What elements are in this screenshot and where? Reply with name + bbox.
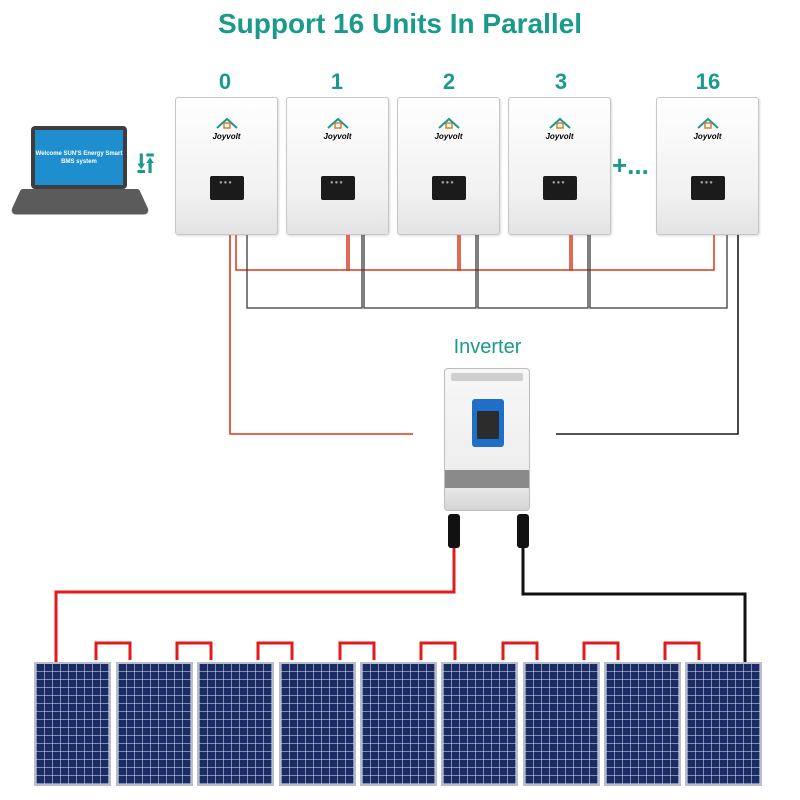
unit-number-2: 2 bbox=[442, 69, 456, 94]
house-logo-icon bbox=[696, 117, 719, 129]
solar-panel bbox=[523, 662, 600, 786]
unit-number-16: 16 bbox=[695, 69, 721, 94]
battery-display: ●●● bbox=[432, 176, 466, 200]
solar-panel bbox=[604, 662, 681, 786]
battery-unit-3: Joyvolt ●●● bbox=[508, 97, 611, 235]
solar-panel bbox=[360, 662, 437, 786]
battery-display: ●●● bbox=[321, 176, 355, 200]
battery-positive-to-inverter bbox=[229, 235, 413, 435]
battery-unit-16: Joyvolt ●●● bbox=[656, 97, 759, 235]
parallel-negative-bus bbox=[246, 235, 728, 309]
battery-unit-1: Joyvolt ●●● bbox=[286, 97, 389, 235]
brand-name: Joyvolt bbox=[434, 132, 463, 141]
solar-panel bbox=[441, 662, 518, 786]
unit-number-0: 0 bbox=[218, 69, 232, 94]
house-logo-icon bbox=[437, 117, 460, 129]
brand-logo: Joyvolt bbox=[287, 116, 388, 141]
inverter bbox=[444, 368, 530, 511]
diagram-title: Support 16 Units In Parallel bbox=[217, 8, 583, 39]
inverter-label: Inverter bbox=[453, 336, 522, 358]
more-units-indicator: +... bbox=[612, 150, 649, 180]
inverter-control-panel bbox=[472, 399, 504, 447]
brand-name: Joyvolt bbox=[693, 132, 722, 141]
battery-display: ●●● bbox=[210, 176, 244, 200]
solar-panel bbox=[116, 662, 193, 786]
inverter-base-stripe bbox=[445, 470, 529, 488]
laptop-keyboard bbox=[9, 189, 151, 215]
house-logo-icon bbox=[548, 117, 571, 129]
solar-panel bbox=[34, 662, 111, 786]
brand-name: Joyvolt bbox=[323, 132, 352, 141]
house-logo-icon bbox=[326, 117, 349, 129]
solar-panel bbox=[197, 662, 274, 786]
solar-panel bbox=[685, 662, 762, 786]
panel-series-jumpers bbox=[94, 641, 701, 660]
battery-display: ●●● bbox=[543, 176, 577, 200]
parallel-positive-bus bbox=[235, 235, 715, 271]
laptop-screen-text: Welcome SUN'S Energy Smart BMS system bbox=[35, 130, 123, 185]
battery-unit-2: Joyvolt ●●● bbox=[397, 97, 500, 235]
battery-display: ●●● bbox=[691, 176, 725, 200]
battery-unit-0: Joyvolt ●●● bbox=[175, 97, 278, 235]
mc4-connector-negative bbox=[517, 514, 529, 548]
inverter-display bbox=[477, 411, 499, 439]
unit-number-1: 1 bbox=[330, 69, 344, 94]
mc4-connector-positive bbox=[448, 514, 460, 548]
brand-logo: Joyvolt bbox=[176, 116, 277, 141]
usb-icon: ⭿ bbox=[136, 148, 156, 181]
house-logo-icon bbox=[215, 117, 238, 129]
brand-logo: Joyvolt bbox=[657, 116, 758, 141]
inverter-top-vent bbox=[451, 373, 523, 381]
brand-name: Joyvolt bbox=[545, 132, 574, 141]
brand-logo: Joyvolt bbox=[509, 116, 610, 141]
brand-name: Joyvolt bbox=[212, 132, 241, 141]
solar-panel bbox=[279, 662, 356, 786]
laptop-screen: Welcome SUN'S Energy Smart BMS system bbox=[31, 126, 127, 189]
battery-negative-to-inverter bbox=[556, 235, 739, 435]
pv-positive-wire bbox=[54, 548, 456, 662]
unit-number-3: 3 bbox=[554, 69, 568, 94]
brand-logo: Joyvolt bbox=[398, 116, 499, 141]
pv-negative-wire bbox=[521, 548, 747, 662]
